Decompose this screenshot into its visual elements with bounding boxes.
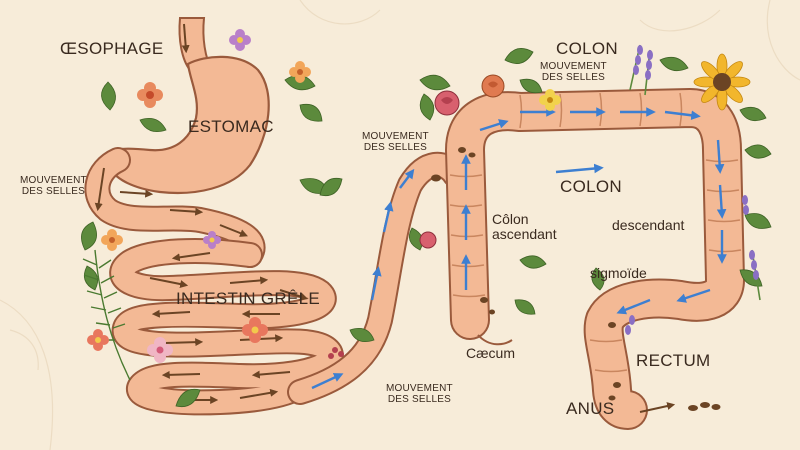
small-intestine (109, 238, 344, 416)
label-mouvement-top-line1: MOUVEMENT (540, 61, 607, 72)
label-estomac: ESTOMAC (188, 117, 274, 136)
label-oesophage: ŒSOPHAGE (60, 39, 164, 58)
leaf-icon (81, 48, 772, 408)
label-colon-mid: COLON (560, 177, 622, 196)
label-colon-ascendant: Côlon ascendant (492, 212, 557, 241)
label-mouvement-bottom: MOUVEMENT DES SELLES (386, 383, 453, 405)
label-colon-ascendant-line2: ascendant (492, 225, 557, 242)
label-mouvement-left-line2: DES SELLES (21, 185, 85, 197)
label-mouvement-bottom-line1: MOUVEMENT (386, 383, 453, 394)
stool-icon (431, 147, 721, 411)
label-sigmoide: sigmoïde (590, 265, 647, 281)
label-mouvement-mid-line1: MOUVEMENT (362, 131, 429, 142)
label-rectum: RECTUM (636, 351, 711, 370)
label-intestin-grele: INTESTIN GRÊLE (176, 289, 321, 308)
stomach (106, 55, 270, 195)
sunflower-icon (693, 53, 751, 111)
label-descendant: descendant (612, 217, 685, 233)
rose-icon (419, 74, 505, 249)
fern-icon (82, 249, 131, 381)
label-mouvement-mid-line2: DES SELLES (363, 141, 427, 153)
label-colon-ascendant-line1: Côlon (492, 211, 529, 227)
flower-icon (87, 29, 561, 363)
label-colon-top: COLON (556, 39, 618, 58)
label-mouvement-top: MOUVEMENT DES SELLES (540, 61, 607, 83)
label-mouvement-bottom-line2: DES SELLES (387, 393, 451, 405)
label-anus: ANUS (566, 399, 615, 418)
lavender-icon (625, 44, 761, 335)
transit-flow-arrows (311, 107, 727, 390)
label-mouvement-mid: MOUVEMENT DES SELLES (362, 131, 429, 153)
ileum-tube (287, 151, 468, 405)
label-caecum: Cæcum (466, 345, 516, 361)
label-mouvement-left-line1: MOUVEMENT (20, 175, 87, 186)
label-mouvement-top-line2: DES SELLES (541, 71, 605, 83)
label-mouvement-left: MOUVEMENT DES SELLES (20, 175, 87, 197)
